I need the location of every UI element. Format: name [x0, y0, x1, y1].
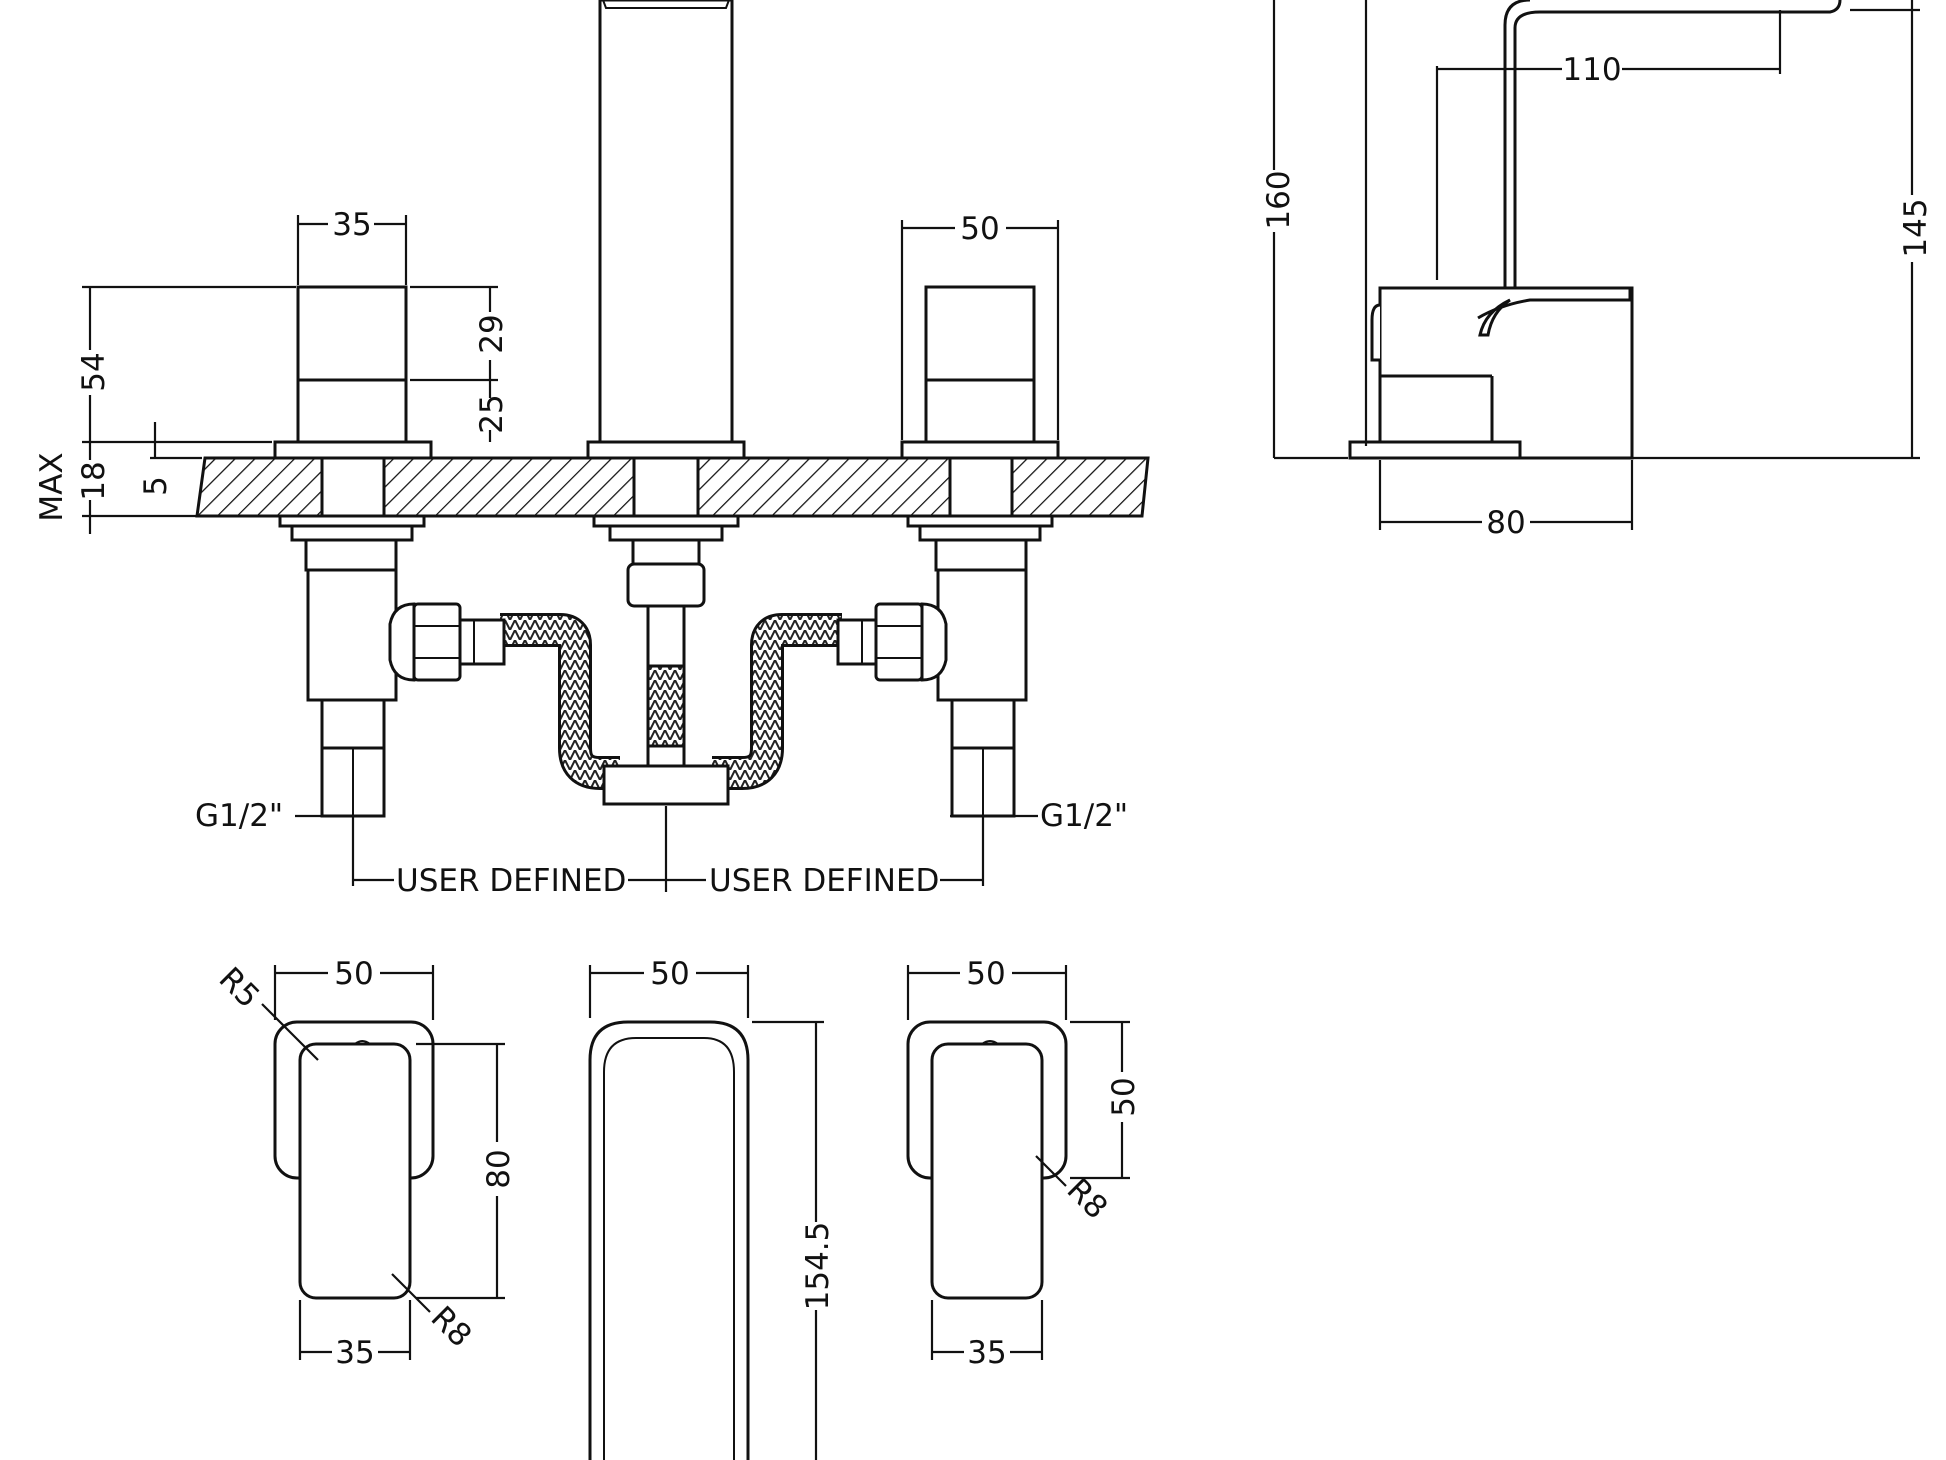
- dim-spout-base: 80: [1378, 460, 1634, 541]
- thread-right-label: G1/2": [1040, 798, 1128, 834]
- spout-side: [1503, 0, 1531, 288]
- plan-left-r8-label: R8: [424, 1300, 479, 1355]
- right-handle-front: [900, 285, 1060, 818]
- dim-25-label: 25: [474, 394, 510, 433]
- plan-left-r5-label: R5: [212, 961, 267, 1016]
- dim-35-label: 35: [332, 207, 371, 243]
- t-connector: [602, 764, 730, 806]
- plan-right-handle: 50 50 R8 35: [906, 956, 1142, 1371]
- plan-left-inner-label: 35: [335, 1335, 374, 1371]
- dim-80-label: 80: [1486, 505, 1525, 541]
- dim-50-label: 50: [960, 211, 999, 247]
- front-elevation: 35 50 29 25: [34, 0, 1150, 899]
- dim-18-label: 18: [76, 461, 112, 500]
- dim-5-label: 5: [138, 476, 174, 496]
- thread-dims: G1/2" G1/2": [195, 798, 1128, 886]
- dim-54-label: 54: [76, 352, 112, 391]
- thread-left-label: G1/2": [195, 798, 283, 834]
- dim-29-label: 29: [474, 314, 510, 353]
- dim-user-defined: USER DEFINED USER DEFINED: [353, 806, 983, 899]
- plan-left-length-label: 80: [481, 1149, 517, 1188]
- dim-handle-vertical: 29 25: [410, 285, 510, 442]
- plan-right-inner-label: 35: [967, 1335, 1006, 1371]
- dim-handle-block-width: 50: [900, 211, 1060, 440]
- plan-mid-width-label: 50: [650, 956, 689, 992]
- plan-right-width-label: 50: [966, 956, 1005, 992]
- dim-145-label: 145: [1898, 198, 1934, 257]
- dim-spout-outlet: 145: [1632, 0, 1934, 460]
- dim-spout-reach: 110: [1435, 10, 1782, 280]
- right-union: [836, 602, 948, 682]
- plan-mid-length-label: 154.5: [800, 1222, 836, 1311]
- side-elevation: 110 160 145 80: [1261, 0, 1934, 541]
- dim-spout-total: 160: [1261, 0, 1368, 460]
- spout-front: [586, 0, 746, 768]
- user-defined-left-label: USER DEFINED: [396, 863, 626, 899]
- plan-left-handle: 50 R5 80 R8 35: [212, 956, 517, 1371]
- left-handle-front: [273, 285, 433, 818]
- plan-spout: 50 154.5: [588, 956, 836, 1460]
- plan-left-width-label: 50: [334, 956, 373, 992]
- side-lever: [1477, 288, 1632, 320]
- hose-left: [500, 613, 620, 790]
- dim-handle-width: 35: [296, 207, 408, 285]
- dim-160-label: 160: [1261, 170, 1297, 229]
- plan-right-r8-label: R8: [1060, 1172, 1115, 1227]
- dim-left-stack: 54 18 MAX 5: [34, 285, 296, 534]
- dim-110-label: 110: [1562, 52, 1621, 88]
- user-defined-right-label: USER DEFINED: [709, 863, 939, 899]
- dim-max-label: MAX: [34, 452, 70, 521]
- plan-right-length-label: 50: [1106, 1077, 1142, 1116]
- left-union: [388, 602, 506, 682]
